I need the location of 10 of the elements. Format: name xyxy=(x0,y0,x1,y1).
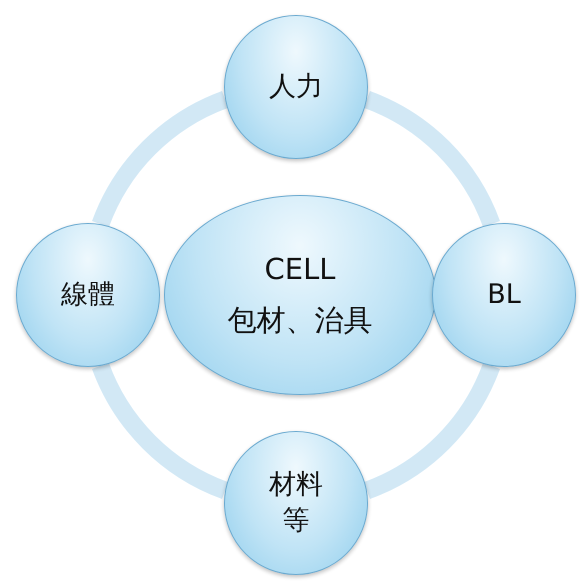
ring-arc-connector xyxy=(363,362,500,499)
node-text: CELL xyxy=(264,250,336,288)
node-text: 線體 xyxy=(60,278,116,312)
node-text: 人力 xyxy=(268,70,324,104)
node-text: 材料等 xyxy=(268,468,324,538)
ring-arc-connector xyxy=(92,91,229,228)
node-text: 包材、治具 xyxy=(226,302,374,339)
ring-arc-connector xyxy=(92,362,229,499)
ring-arc-connector xyxy=(363,91,500,228)
node-text: BL xyxy=(486,278,522,312)
